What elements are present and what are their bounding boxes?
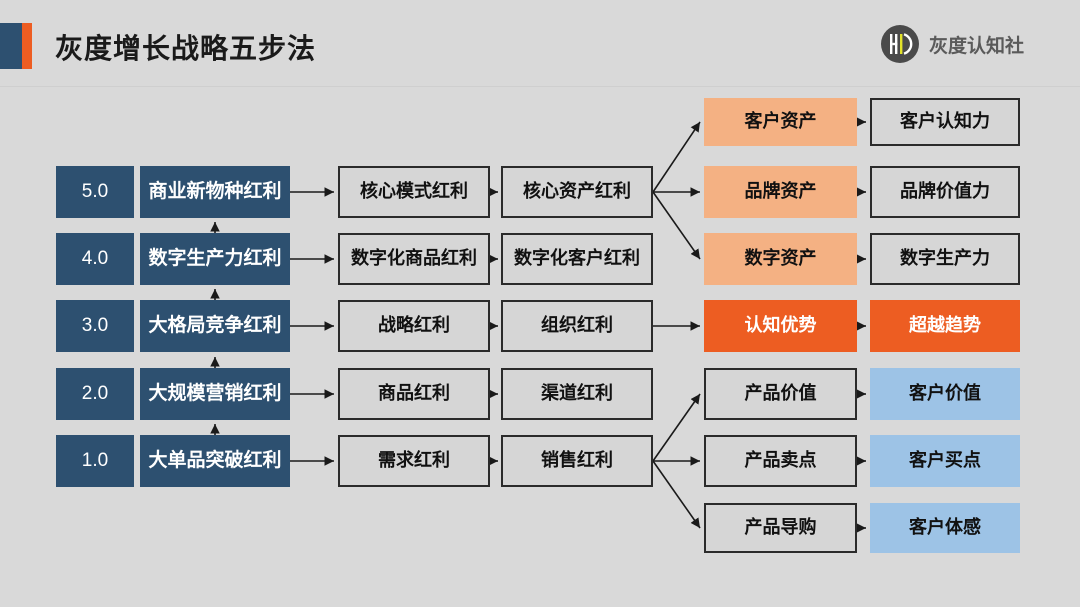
version-box-1[interactable]: 1.0 — [56, 435, 134, 487]
col4-box-5[interactable]: 核心资产红利 — [501, 166, 653, 218]
stage-box-1[interactable]: 大单品突破红利 — [140, 435, 290, 487]
col3-box-4[interactable]: 数字化商品红利 — [338, 233, 490, 285]
version-box-2[interactable]: 2.0 — [56, 368, 134, 420]
col4-box-1[interactable]: 销售红利 — [501, 435, 653, 487]
capability-box-digital-productivity[interactable]: 数字生产力 — [870, 233, 1020, 285]
customer-box-value[interactable]: 客户价值 — [870, 368, 1020, 420]
version-box-5[interactable]: 5.0 — [56, 166, 134, 218]
col3-box-2[interactable]: 商品红利 — [338, 368, 490, 420]
customer-box-buying-point[interactable]: 客户买点 — [870, 435, 1020, 487]
accent-bar-blue — [0, 23, 22, 69]
accent-bar-orange — [22, 23, 32, 69]
capability-box-brand-value[interactable]: 品牌价值力 — [870, 166, 1020, 218]
product-box-value[interactable]: 产品价值 — [704, 368, 857, 420]
stage-box-4[interactable]: 数字生产力红利 — [140, 233, 290, 285]
col4-box-4[interactable]: 数字化客户红利 — [501, 233, 653, 285]
page-title: 灰度增长战略五步法 — [55, 33, 317, 64]
stage-box-3[interactable]: 大格局竞争红利 — [140, 300, 290, 352]
col4-box-2[interactable]: 渠道红利 — [501, 368, 653, 420]
hd-circle-logo-icon — [880, 25, 919, 63]
col3-box-3[interactable]: 战略红利 — [338, 300, 490, 352]
asset-box-customer[interactable]: 客户资产 — [704, 98, 857, 146]
product-box-guide[interactable]: 产品导购 — [704, 503, 857, 553]
brand-lockup: 灰度认知社 — [880, 24, 1024, 64]
col3-box-5[interactable]: 核心模式红利 — [338, 166, 490, 218]
customer-box-experience[interactable]: 客户体感 — [870, 503, 1020, 553]
capability-box-customer-cognition[interactable]: 客户认知力 — [870, 98, 1020, 146]
asset-box-brand[interactable]: 品牌资产 — [704, 166, 857, 218]
title-accent-bar — [0, 23, 32, 69]
header-divider — [0, 86, 1080, 87]
advantage-box-cognition[interactable]: 认知优势 — [704, 300, 857, 352]
product-box-selling-point[interactable]: 产品卖点 — [704, 435, 857, 487]
version-box-3[interactable]: 3.0 — [56, 300, 134, 352]
asset-box-digital[interactable]: 数字资产 — [704, 233, 857, 285]
stage-box-5[interactable]: 商业新物种红利 — [140, 166, 290, 218]
capability-box-surpass-trend[interactable]: 超越趋势 — [870, 300, 1020, 352]
brand-name: 灰度认知社 — [928, 35, 1024, 57]
col4-box-3[interactable]: 组织红利 — [501, 300, 653, 352]
stage-box-2[interactable]: 大规模营销红利 — [140, 368, 290, 420]
col3-box-1[interactable]: 需求红利 — [338, 435, 490, 487]
version-box-4[interactable]: 4.0 — [56, 233, 134, 285]
